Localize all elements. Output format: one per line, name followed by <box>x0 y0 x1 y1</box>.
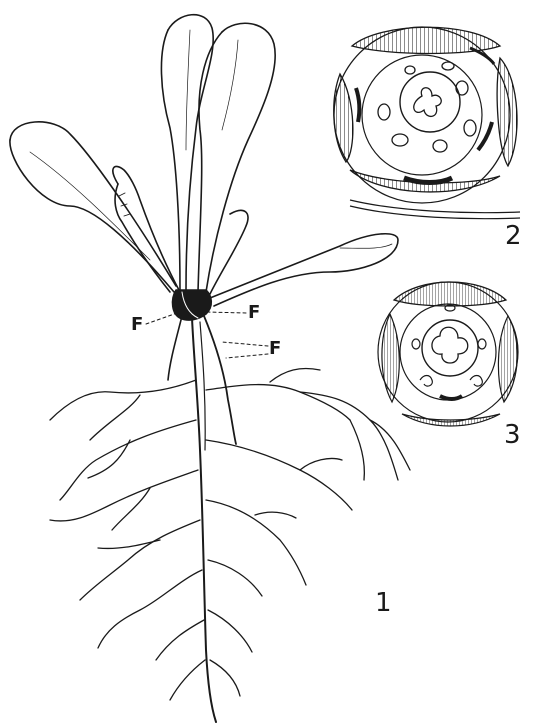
seedling-leaves <box>10 15 398 306</box>
figure-1-label: 1 <box>375 590 392 616</box>
annotation-f-right: F <box>248 304 260 322</box>
figure-3-label: 3 <box>504 422 521 448</box>
annotation-f-left: F <box>131 316 143 334</box>
root-system <box>50 316 410 722</box>
figure-2-label: 2 <box>505 223 522 249</box>
cross-section-2 <box>334 27 520 219</box>
cross-section-3 <box>378 282 518 426</box>
annotation-f-lower: F <box>269 340 281 358</box>
stem-crown <box>173 290 212 320</box>
